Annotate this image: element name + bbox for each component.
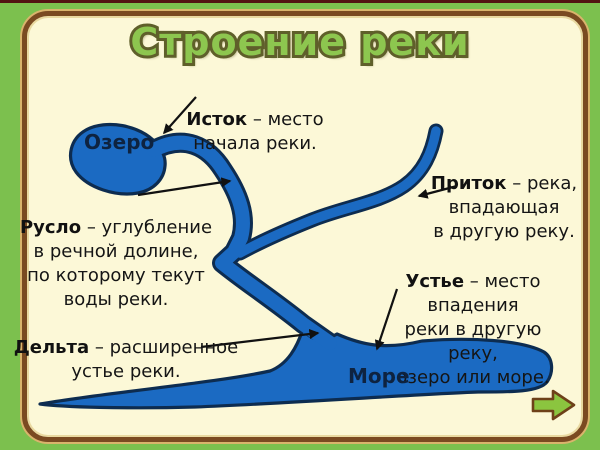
term-pritok: Приток (430, 173, 507, 194)
sea-shape (38, 327, 554, 410)
pritok-pointer-arrow (417, 184, 458, 199)
definition-istok: – место начала реки. (193, 109, 324, 154)
lake-shape (68, 122, 167, 196)
definition-delta: – расширенное устье реки. (71, 337, 239, 382)
definition-ruslo: – углубление в речной долине, по котором… (27, 217, 213, 310)
definition-pritok: – река, впадающая в другую реку. (433, 173, 578, 242)
term-delta: Дельта (13, 337, 90, 358)
delta-pointer-arrow (200, 328, 320, 349)
ustye-pointer-arrow (374, 288, 399, 351)
istok-pointer-arrow (162, 96, 197, 135)
lake-label: Озеро (84, 130, 155, 154)
definition-ustye: – место впадения реки в другую реку, озе… (396, 271, 550, 388)
term-istok: Исток (186, 109, 248, 130)
next-arrow-button[interactable] (531, 389, 576, 421)
tributary-shape (235, 126, 441, 258)
page-title-text: Строение реки (130, 20, 470, 64)
page-title: Строение реки Строение реки (0, 17, 600, 67)
label-ruslo: Русло – углубление в речной долине, по к… (2, 192, 230, 312)
term-ruslo: Русло (19, 217, 82, 238)
ruslo-pointer-arrow (137, 177, 232, 197)
river-main-shape (147, 135, 337, 350)
label-pritok: Приток – река, впадающая в другую реку. (418, 148, 590, 244)
sea-label: Море (348, 364, 410, 388)
top-border-strip (0, 0, 600, 3)
term-ustye: Устье (405, 271, 465, 292)
label-ustye: Устье – место впадения реки в другую рек… (378, 246, 568, 390)
label-istok: Исток – место начала реки. (170, 84, 340, 156)
page-title-outline: Строение реки (127, 17, 471, 67)
label-delta: Дельта – расширенное устье реки. (0, 312, 252, 384)
